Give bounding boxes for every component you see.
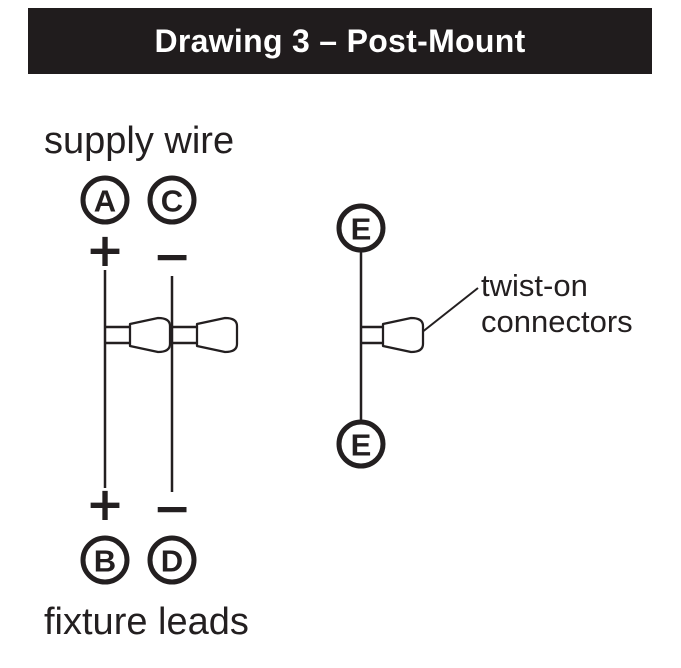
node-b-circle bbox=[80, 535, 130, 585]
node-b-letter: B bbox=[94, 544, 116, 579]
node-e-top-letter: E bbox=[351, 212, 372, 247]
fixture-leads-label: fixture leads bbox=[44, 601, 249, 643]
node-a: A bbox=[80, 175, 130, 225]
wires bbox=[103, 252, 383, 492]
node-e-bottom-circle bbox=[336, 419, 386, 469]
title-banner: Drawing 3 – Post-Mount bbox=[28, 8, 652, 74]
twist-connector-ab bbox=[128, 316, 172, 354]
node-e-bottom: E bbox=[336, 419, 386, 469]
minus-supply-symbol: − bbox=[153, 229, 192, 283]
twist-on-label-line1: twist-on bbox=[481, 268, 588, 303]
node-a-letter: A bbox=[94, 184, 116, 219]
twist-on-label-line2: connectors bbox=[481, 304, 633, 339]
node-d: D bbox=[147, 535, 197, 585]
minus-fixture-symbol: − bbox=[153, 481, 192, 535]
node-c: C bbox=[147, 175, 197, 225]
page-title: Drawing 3 – Post-Mount bbox=[154, 22, 526, 59]
twist-connector-cd bbox=[195, 316, 239, 354]
plus-fixture-symbol: + bbox=[86, 477, 125, 531]
node-e-top: E bbox=[336, 203, 386, 253]
node-c-letter: C bbox=[161, 184, 183, 219]
node-e-bottom-letter: E bbox=[351, 428, 372, 463]
plus-supply-symbol: + bbox=[86, 223, 125, 277]
node-a-circle bbox=[80, 175, 130, 225]
twist-connector-ee bbox=[381, 316, 425, 354]
node-e-top-circle bbox=[336, 203, 386, 253]
node-d-circle bbox=[147, 535, 197, 585]
node-b: B bbox=[80, 535, 130, 585]
node-d-letter: D bbox=[161, 544, 183, 579]
supply-wire-label: supply wire bbox=[44, 120, 234, 162]
pointer-line bbox=[420, 287, 479, 334]
node-c-circle bbox=[147, 175, 197, 225]
